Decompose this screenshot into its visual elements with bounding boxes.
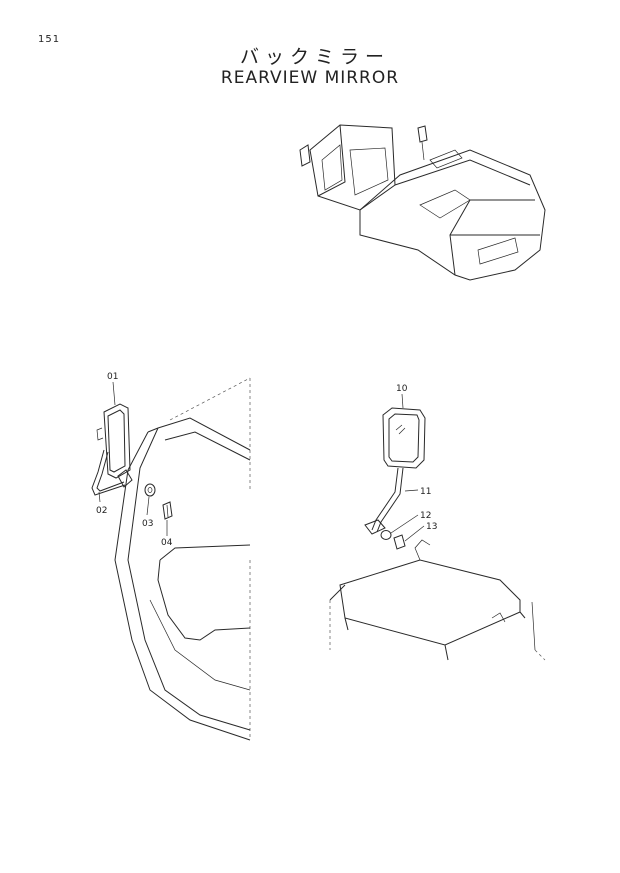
- callout-12: 12: [420, 511, 431, 521]
- page-title-english: REARVIEW MIRROR: [220, 68, 400, 88]
- excavator-overview-illustration: [299, 124, 546, 281]
- callout-03: 03: [142, 519, 153, 529]
- callout-02: 02: [96, 506, 107, 516]
- mirror-01-assembly: [91, 381, 173, 536]
- callout-13: 13: [426, 522, 437, 532]
- page-number: 151: [38, 34, 61, 45]
- callout-11: 11: [420, 487, 431, 497]
- callout-04: 04: [161, 538, 173, 548]
- mirror-10-assembly: [364, 393, 426, 550]
- callout-01: 01: [107, 372, 118, 382]
- callout-10: 10: [396, 384, 408, 394]
- page-title-japanese: バックミラー: [239, 46, 390, 68]
- deck-right-illustration: [329, 539, 546, 661]
- cab-frame-left-illustration: [114, 377, 251, 741]
